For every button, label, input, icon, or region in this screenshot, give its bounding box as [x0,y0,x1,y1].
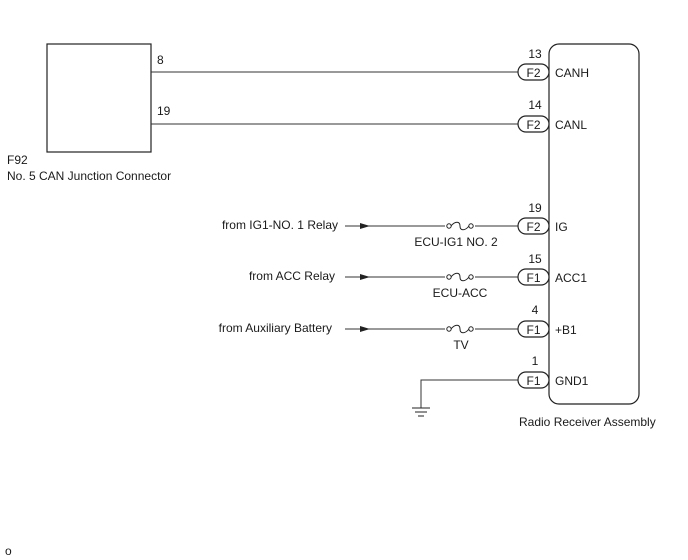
terminal-pin: 15 [528,252,542,266]
connector-id: F2 [526,220,540,234]
footer-marker: o [5,544,12,558]
junction-pin-19: 19 [157,104,171,118]
junction-connector-box [46,43,152,153]
connector-pill [517,371,550,389]
ig-arrow-icon [360,223,370,229]
connector-pill [517,217,550,235]
terminal-pin: 14 [528,98,542,112]
terminal-label: +B1 [555,323,577,337]
connector-id: F2 [526,66,540,80]
acc-fuse-label: ECU-ACC [433,286,488,300]
connector-pill [517,63,550,81]
connector-id: F2 [526,118,540,132]
radio-receiver-name: Radio Receiver Assembly [519,415,656,429]
fuse-icon [445,324,475,334]
fuse-icon [445,221,475,231]
connector-pill [517,320,550,338]
terminal-pin: 4 [532,303,539,317]
terminal-pin: 19 [528,201,542,215]
terminal-label: CANH [555,66,589,80]
ig-fuse-label: ECU-IG1 NO. 2 [414,235,498,249]
terminal-label: GND1 [555,374,589,388]
ground-icon [412,407,430,417]
junction-connector-name: No. 5 CAN Junction Connector [7,169,171,183]
junction-pin-8: 8 [157,53,164,67]
ground-wire [420,379,518,408]
ig-source-label: from IG1-NO. 1 Relay [222,218,338,232]
terminal-label: IG [555,220,568,234]
terminal-label: ACC1 [555,271,587,285]
connector-id: F1 [526,271,540,285]
connector-id: F1 [526,323,540,337]
connector-pill [517,115,550,133]
terminal-label: CANL [555,118,587,132]
junction-connector-code: F92 [7,153,28,167]
terminal-pin: 13 [528,47,542,61]
terminal-pin: 1 [532,354,539,368]
b1-arrow-icon [360,326,370,332]
acc-arrow-icon [360,274,370,280]
connector-pill [517,268,550,286]
connector-id: F1 [526,374,540,388]
b1-fuse-label: TV [453,338,468,352]
acc-source-label: from ACC Relay [249,269,335,283]
b1-source-label: from Auxiliary Battery [219,321,332,335]
fuse-icon [445,272,475,282]
